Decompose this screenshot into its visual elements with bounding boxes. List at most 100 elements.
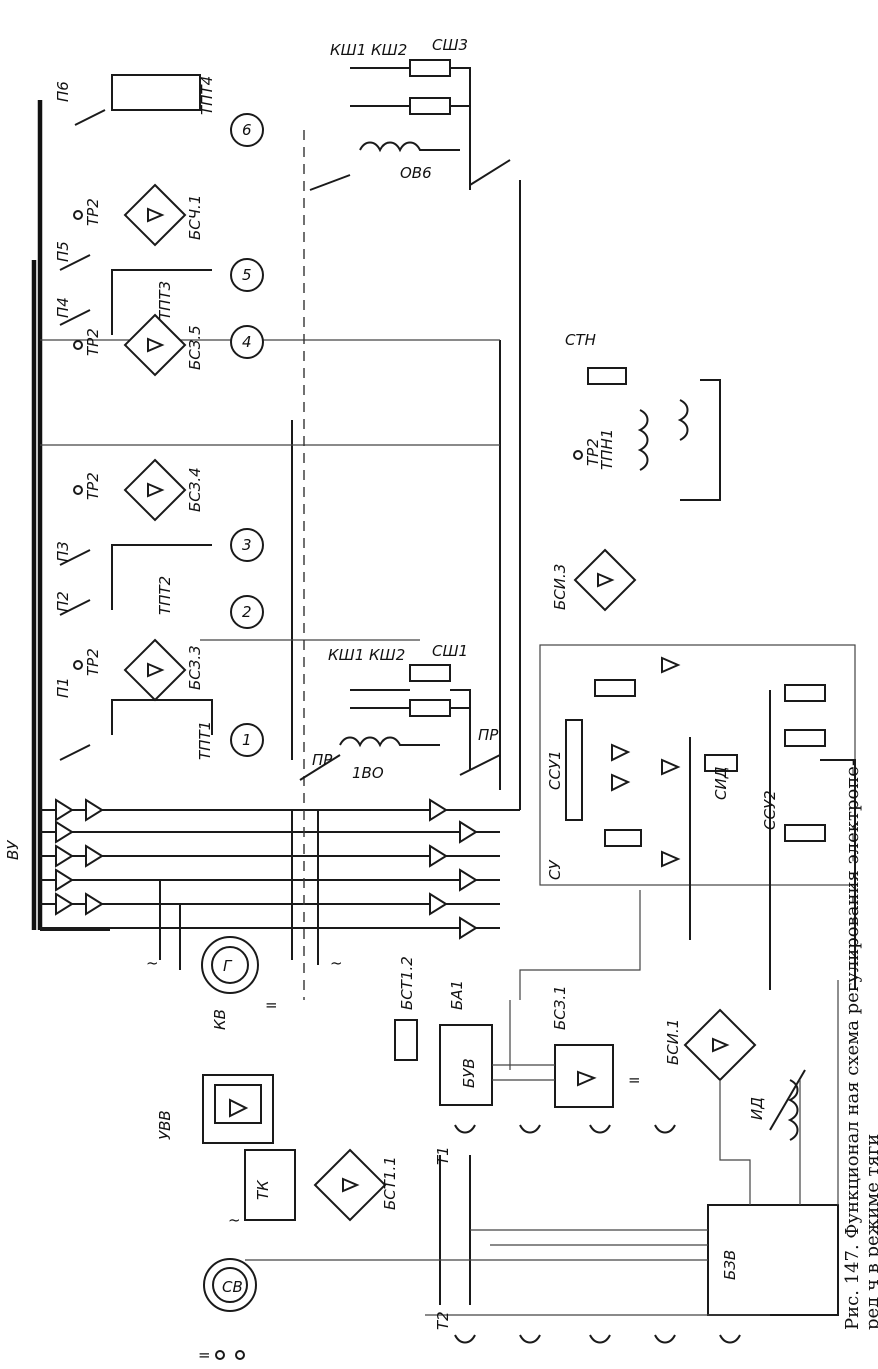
ovb-label: ОВ6 [400,164,432,182]
bsz34-label: БСЗ.4 [186,467,204,512]
tpt2-label: ТПТ2 [156,576,174,615]
switch-p4-label: П4 [54,297,72,318]
sid-label: СИД [712,766,730,800]
regulator-frame [539,644,856,886]
sync-generator-sv: СВ [203,1258,257,1312]
su-label: СУ [546,860,564,880]
bsz1-label: БСЗ.1 [551,985,569,1030]
dc-symbol-1: = [265,996,278,1014]
id-arrow [769,1069,806,1131]
bsch1-label: БСЧ.1 [186,195,204,240]
transformer-windings [425,1124,770,1344]
sv-terminal-1 [215,1350,225,1360]
sv-terminal-2 [235,1350,245,1360]
bzv-label: БЗВ [721,1250,739,1280]
bst12-block [394,1019,418,1061]
motor-5-label: 5 [242,266,252,284]
sv-label: СВ [222,1278,243,1296]
tpn1-coil [637,409,649,471]
switch-p3-label: П3 [54,541,72,562]
stn-resistor [587,367,627,385]
motor-2-label: 2 [242,603,252,621]
ksh-label-2: КШ1 КШ2 [330,41,407,59]
t1-label: Т1 [434,1146,452,1165]
tr2-terminals [73,210,583,670]
tr2-label-5: ТР2 [584,438,602,466]
excitation-group-1 [299,664,501,781]
tpt3-label: ТПТ3 [156,281,174,320]
bzv-block: БЗВ [707,1204,839,1316]
bsch1-bridge [123,183,187,247]
buv-block: БУВ [439,1024,493,1106]
motor-4-label: 4 [242,333,252,351]
motor-1-label: 1 [242,731,252,749]
uvv-block [202,1074,274,1144]
motor-6: 6 [230,113,264,147]
bsz1-bridge [554,1044,614,1108]
bst11-bridge [313,1148,387,1222]
iovb-label: 1ВО [352,764,384,782]
ssu1-label: ССУ1 [546,750,564,790]
tpn1-label: ТПН1 [598,429,616,470]
control-signal-lines [245,890,839,1261]
motor-3: 3 [230,528,264,562]
ssu1-block [565,656,681,868]
tr2-label-1: ТР2 [84,648,102,676]
id-sensor [787,1079,799,1141]
bsi1-bridge [683,1008,757,1082]
rectifier-vu-diodes [55,798,478,940]
motor-1: 1 [230,723,264,757]
current-transducers [111,74,213,735]
ssu2-block [689,684,856,990]
tk-label: ТК [254,1179,272,1200]
tpn1-secondary [677,379,721,501]
excitation-group-2 [309,59,511,191]
id-label: ИД [748,1097,766,1120]
dc-symbol-3: = [198,1346,211,1364]
bst12-label: БСТ1.2 [398,956,416,1010]
bsz35-bridge [123,313,187,377]
motor-2: 2 [230,595,264,629]
tr2-label-2: ТР2 [84,472,102,500]
bsi1-label: БСИ.1 [664,1019,682,1065]
generator-g-label: Г [223,957,233,975]
switch-p1-label: П1 [54,677,72,698]
tpt1-label: ТПТ1 [196,721,214,760]
kv-label: КВ [211,1009,229,1030]
motor-5: 5 [230,258,264,292]
pr-label-1: ПР [312,751,333,769]
t2-label: Т2 [434,1311,452,1330]
tr2-label-4: ТР2 [84,198,102,226]
tpt4-label: ТПТ4 [198,76,216,115]
motor-6-label: 6 [242,121,252,139]
generator-g: Г [201,936,259,994]
figure-caption-line1: Рис. 147. Функционал ная схема регулиров… [842,760,863,1330]
dc-symbol-2: = [628,1071,641,1089]
ac-symbol-1: ~ [146,954,159,972]
ba1-label: БА1 [448,980,466,1010]
bsi3-label: БСИ.3 [551,564,569,610]
tr2-label-3: ТР2 [84,328,102,356]
sch1-label: СШ1 [432,642,468,660]
switch-p5-label: П5 [54,241,72,262]
ac-symbol-2: ~ [330,954,343,972]
switch-p2-label: П2 [54,591,72,612]
power-buses [31,100,521,970]
stn-label: СТН [565,331,596,349]
vu-label: ВУ [4,840,22,860]
uvv-label: УВВ [156,1110,174,1140]
ac-symbol-3: ~ [228,1211,241,1229]
motor-3-label: 3 [242,536,252,554]
figure-caption-line2: ред ч в режиме тяги [862,1134,878,1330]
motor-4: 4 [230,325,264,359]
bsz33-label: БСЗ.3 [186,645,204,690]
ksh-label-1: КШ1 КШ2 [328,646,405,664]
bsz34-bridge [123,458,187,522]
buv-label: БУВ [460,1058,478,1088]
bsi3-bridge [573,548,637,612]
sch3-label: СШ3 [432,36,468,54]
motor-switches [59,109,106,761]
bst11-label: БСТ1.1 [381,1156,399,1210]
ssu2-label: ССУ2 [761,790,779,830]
